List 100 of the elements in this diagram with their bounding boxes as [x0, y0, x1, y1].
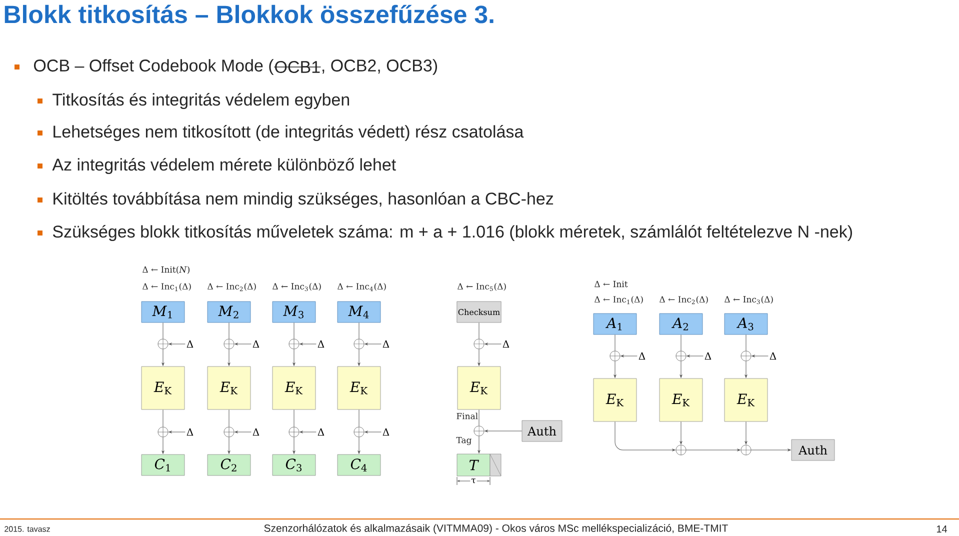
arrow [300, 430, 316, 434]
ciphertext-box: C$_{1}$ [141, 454, 185, 476]
xor-symbol [224, 338, 234, 350]
formula-annotation: Δ ← Inc$_{2}$(Δ) [660, 296, 708, 304]
footer-text: Szenzorhálózatok és alkalmazásaik (VITMMA09) - Okos város MSc mellékspecializáció, BME-TMIT [264, 524, 728, 534]
arrow [168, 342, 186, 346]
xor-symbol [224, 426, 234, 438]
delta-label: Δ [252, 340, 260, 348]
ciphertext-box: C$_{3}$ [272, 454, 316, 476]
footer-date: 2015. tavasz [4, 526, 50, 532]
associated-data-box: A$_{2}$ [659, 313, 703, 335]
associated-data-box: A$_{3}$ [724, 313, 768, 335]
ciphertext-box: C$_{4}$ [337, 454, 381, 476]
arrow [292, 348, 296, 366]
formula-annotation: Δ ← Inc$_{5}$(Δ) [458, 282, 506, 292]
cipher-box: E$_{K}$ [272, 366, 316, 410]
cipher-box: E$_{K}$ [724, 378, 768, 422]
delta-label: Δ [186, 340, 194, 348]
arrow [484, 342, 502, 346]
arrow [750, 448, 791, 452]
xor-symbol [288, 338, 300, 350]
arrow [228, 436, 230, 454]
tag-label: Tag [456, 436, 472, 446]
xor-symbol [676, 444, 686, 456]
delta-label: Δ [318, 428, 324, 436]
arrow [300, 342, 316, 346]
dimension-label: τ [470, 478, 477, 484]
message-block-box: M$_{3}$ [272, 301, 316, 323]
arrow [228, 348, 230, 366]
bullet-text: Kitöltés továbbítása nem mindig szükséges, hasonlóan a CBC-hez [54, 192, 554, 208]
arrow [162, 436, 164, 454]
arrow [234, 342, 252, 346]
delta-label: Δ [318, 340, 324, 348]
formula-annotation: Δ ← Inc$_{1}$(Δ) [594, 296, 643, 304]
delta-label: Δ [252, 428, 260, 436]
formula-annotation: Δ ← Inc$_{3}$(Δ) [724, 296, 773, 304]
page-number: 14 [936, 526, 948, 532]
message-block-box: M$_{1}$ [141, 301, 185, 323]
checksum-box: Checksum [456, 301, 502, 323]
xor-symbol [740, 350, 752, 362]
formula-annotation: Δ ← Inc$_{2}$(Δ) [208, 282, 256, 292]
arrow [620, 354, 638, 358]
arrow [686, 448, 740, 452]
delta-label: Δ [638, 352, 646, 360]
xor-symbol [354, 426, 364, 438]
delta-label: Δ [186, 428, 194, 436]
arrow [292, 436, 296, 454]
cipher-box: E$_{K}$ [207, 366, 251, 410]
bullet-text: Lehetséges nem titkosított (de integritás védett) rész csatolása [54, 124, 524, 142]
cipher-box: E$_{K}$ [141, 366, 185, 410]
formula-annotation: Δ ← Init(N) [142, 266, 190, 274]
xor-symbol [354, 338, 364, 350]
arrow [752, 354, 768, 358]
xor-symbol [474, 426, 484, 436]
arrow [744, 360, 748, 378]
cipher-box: E$_{K}$ [457, 366, 501, 410]
formula-annotation: Δ ← Inc$_{3}$(Δ) [272, 282, 321, 292]
message-block-box: M$_{4}$ [337, 301, 381, 323]
arrow [686, 354, 704, 358]
auth-box: Auth [791, 439, 835, 461]
formula-annotation: Δ ← Init [594, 280, 628, 288]
xor-symbol [610, 350, 620, 362]
formula-annotation: Δ ← Inc$_{1}$(Δ) [142, 282, 191, 292]
delta-label: Δ [704, 352, 712, 360]
arrow [234, 430, 252, 434]
cipher-box: E$_{K}$ [337, 366, 381, 410]
arrow [478, 436, 480, 454]
arrow [162, 348, 164, 366]
arrow [744, 421, 748, 444]
delta-label: Δ [502, 340, 510, 348]
auth-box: Auth [522, 420, 562, 442]
associated-data-box: A$_{1}$ [593, 313, 637, 335]
arrow [364, 430, 382, 434]
arrow [680, 360, 682, 378]
xor-symbol [158, 426, 168, 438]
arrow [168, 430, 186, 434]
arrow [484, 430, 522, 432]
xor-symbol [288, 426, 300, 438]
final-label: Final [456, 412, 478, 420]
slide-title: Blokk titkosítás – Blokkok összefűzése 3. [4, 4, 494, 24]
arrow [478, 348, 480, 366]
bullet-text: Szükséges blokk titkosítás műveletek száma: m + a + 1.016 (blokk méretek, számlálót feltételezve N -nek) [52, 224, 852, 242]
arrow [680, 421, 682, 444]
message-block-box: M$_{2}$ [207, 301, 251, 323]
xor-symbol [474, 338, 484, 350]
arrow [358, 436, 360, 454]
xor-symbol [158, 338, 168, 350]
bullet-text: , OCB2, OCB3) [322, 59, 438, 75]
bullet-text: Az integritás védelem mérete különböző lehet [52, 158, 396, 174]
bullet-text: Titkosítás és integritás védelem egyben [52, 92, 350, 110]
cipher-box: E$_{K}$ [659, 378, 703, 422]
ciphertext-box: C$_{2}$ [207, 454, 251, 476]
cipher-box: E$_{K}$ [593, 378, 637, 422]
arrow [358, 348, 360, 366]
xor-symbol [676, 350, 686, 362]
bullet-text: OCB – Offset Codebook Mode ( [34, 59, 274, 75]
delta-label: Δ [770, 352, 776, 360]
delta-label: Δ [382, 340, 390, 348]
arrow [364, 342, 382, 346]
tag-box: T [456, 454, 502, 476]
